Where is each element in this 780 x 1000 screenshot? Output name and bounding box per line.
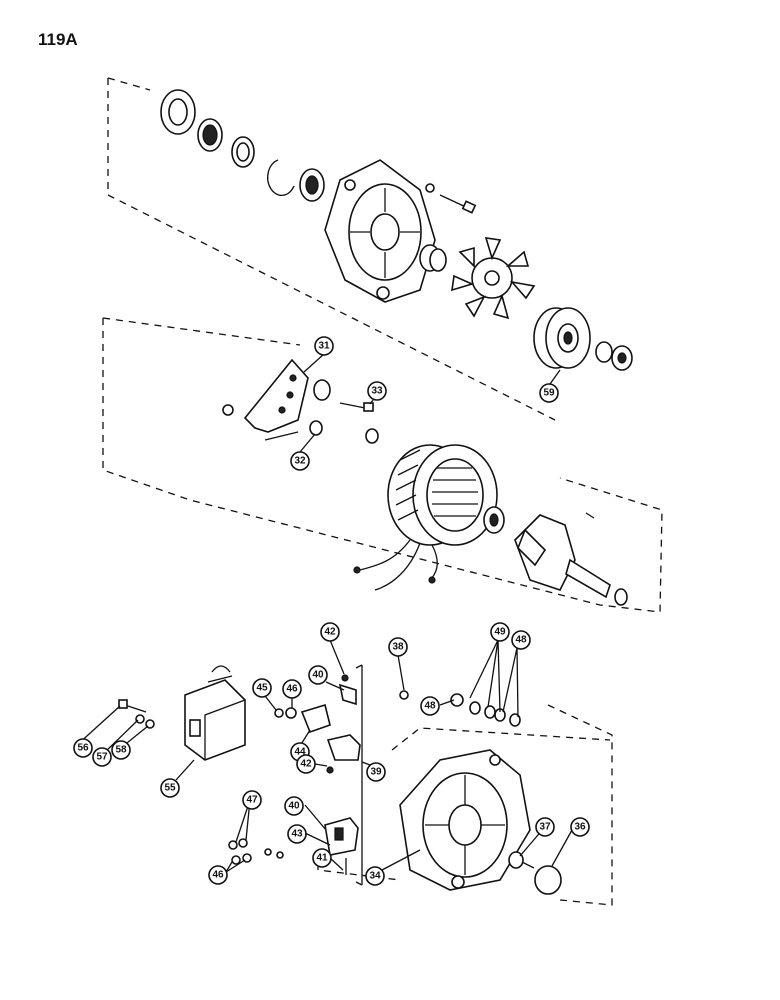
svg-text:45: 45: [256, 683, 268, 694]
callout-32: 32: [290, 451, 310, 471]
callout-58: 58: [111, 740, 131, 760]
slip-ring-end-frame: [399, 749, 531, 891]
bearing-plug-and-oring: [508, 851, 562, 895]
callout-38: 38: [388, 637, 408, 657]
callout-48-right: 48: [511, 630, 531, 650]
regulator-screws: [118, 699, 155, 729]
svg-text:48: 48: [424, 701, 436, 712]
rotor-shaft: [565, 558, 611, 599]
svg-text:55: 55: [164, 783, 176, 794]
svg-text:39: 39: [370, 767, 382, 778]
rotor: [483, 506, 628, 606]
stator: [353, 444, 498, 591]
callout-42-bottom: 42: [296, 754, 316, 774]
callout-40-top: 40: [308, 665, 328, 685]
voltage-regulator: [184, 665, 246, 761]
svg-text:56: 56: [77, 743, 89, 754]
snap-ring: [267, 159, 295, 196]
svg-text:58: 58: [115, 745, 127, 756]
callout-31: 31: [314, 336, 334, 356]
svg-text:49: 49: [494, 627, 506, 638]
stator-lead: [359, 539, 411, 571]
rotor-snap-ring: [614, 588, 628, 606]
diode-bolt: [339, 402, 379, 444]
page-number: 119A: [38, 30, 78, 49]
svg-text:40: 40: [312, 670, 324, 681]
svg-text:44: 44: [294, 747, 306, 758]
insulator: [313, 379, 331, 401]
svg-text:36: 36: [574, 822, 586, 833]
callout-46-top: 46: [282, 679, 302, 699]
callout-45: 45: [252, 678, 272, 698]
terminal-hardware: [228, 693, 521, 865]
svg-text:48: 48: [515, 635, 527, 646]
svg-text:34: 34: [369, 871, 381, 882]
callout-57: 57: [92, 747, 112, 767]
rear-group-outline: [547, 704, 613, 906]
svg-text:38: 38: [392, 642, 404, 653]
svg-text:33: 33: [371, 386, 383, 397]
svg-text:40: 40: [288, 801, 300, 812]
front-housing: [324, 159, 436, 303]
spacer-collar: [419, 244, 447, 272]
callout-33: 33: [367, 381, 387, 401]
callout-49: 49: [490, 622, 510, 642]
callout-46-bottom: 46: [208, 865, 228, 885]
cooling-fan: [451, 237, 536, 320]
svg-text:46: 46: [212, 870, 224, 881]
lock-washer: [595, 341, 613, 363]
callout-36: 36: [570, 817, 590, 837]
svg-text:37: 37: [539, 822, 551, 833]
front-group-outline: [107, 78, 556, 421]
diode-trio-nut: [365, 428, 379, 444]
svg-text:42: 42: [300, 759, 312, 770]
callout-37: 37: [535, 817, 555, 837]
callout-55: 55: [160, 778, 180, 798]
svg-text:57: 57: [96, 752, 108, 763]
svg-text:42: 42: [324, 627, 336, 638]
svg-text:46: 46: [286, 684, 298, 695]
screw: [264, 431, 299, 441]
callouts: 31 32 33 59 42 40 38 49 48 48 45 46 44 5…: [73, 336, 590, 886]
rectifier-bridge: [222, 358, 331, 441]
pulley: [533, 307, 633, 371]
svg-text:47: 47: [246, 795, 258, 806]
callout-42-top: 42: [320, 622, 340, 642]
callout-41: 41: [312, 848, 332, 868]
brush-clip: [300, 703, 331, 734]
svg-text:43: 43: [291, 829, 303, 840]
o-ring: [534, 865, 562, 895]
through-bolt: [425, 183, 477, 214]
callout-59: 59: [539, 383, 559, 403]
callout-39: 39: [366, 762, 386, 782]
callout-43: 43: [287, 824, 307, 844]
svg-text:31: 31: [318, 341, 330, 352]
callout-40-bottom: 40: [284, 796, 304, 816]
svg-text:32: 32: [294, 456, 306, 467]
callout-47: 47: [242, 790, 262, 810]
svg-text:41: 41: [316, 853, 328, 864]
callout-34: 34: [365, 866, 385, 886]
rotor-group-outline: [102, 318, 663, 613]
front-bearing-group: [160, 89, 325, 202]
svg-text:59: 59: [543, 388, 555, 399]
callout-48-left: 48: [420, 696, 440, 716]
callout-56: 56: [73, 738, 93, 758]
